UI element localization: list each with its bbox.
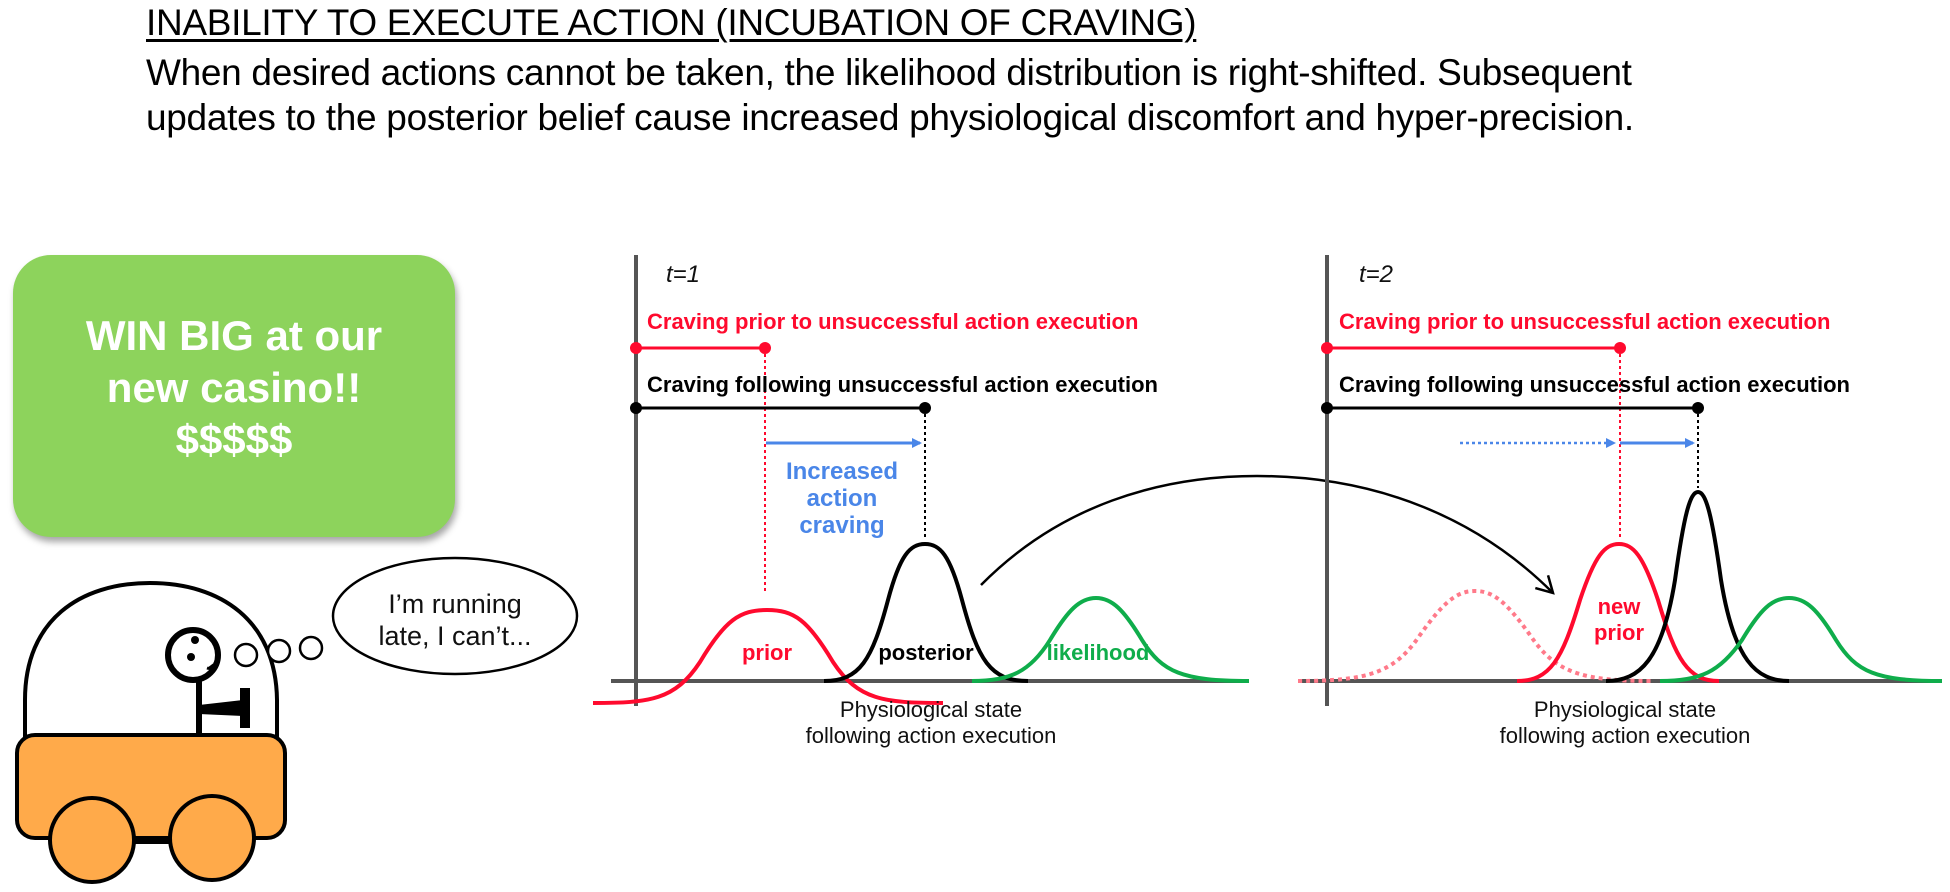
car-dome [23, 580, 279, 738]
old-prior-curve-t2 [1297, 588, 1653, 683]
shift-label-line-2: action [807, 485, 878, 512]
description-line-1: When desired actions cannot be taken, th… [146, 52, 1632, 93]
prior-label-t1: prior [742, 640, 793, 665]
prior-curve-t1 [592, 607, 944, 705]
car-wheel-left [48, 796, 136, 884]
character-in-car: I’m running late, I can’t... [15, 556, 579, 884]
person-icon [165, 627, 250, 736]
panel-t1: t=1 Craving prior to unsuccessful action… [592, 255, 1250, 748]
description: When desired actions cannot be taken, th… [146, 50, 1634, 140]
transition-arrow [980, 474, 1555, 595]
shift-label-line-1: Increased [786, 458, 898, 485]
page-title: INABILITY TO EXECUTE ACTION (INCUBATION … [146, 2, 1197, 43]
thought-dot-1 [233, 642, 259, 668]
prior-craving-label-t1: Craving prior to unsuccessful action exe… [647, 309, 1138, 334]
time-label-t1: t=1 [666, 261, 700, 288]
advert-line-2: new casino!! [106, 364, 362, 411]
thought-line-1: I’m running [388, 589, 522, 619]
new-prior-curve-t2 [1516, 541, 1720, 683]
thought-dot-3 [298, 635, 324, 661]
posterior-label-t1: posterior [878, 640, 974, 665]
thought-line-2: late, I can’t... [378, 621, 531, 651]
x-axis-label-t2-line-1: Physiological state [1534, 697, 1716, 722]
x-axis-label-t2-line-2: following action execution [1500, 723, 1751, 748]
car-wheel-right [168, 794, 256, 882]
panel-t2: t=2 Craving prior to unsuccessful action… [1297, 255, 1943, 748]
advert-line-1: WIN BIG at our [85, 312, 383, 359]
thought-bubble [331, 556, 579, 676]
description-line-2: updates to the posterior belief cause in… [146, 97, 1634, 138]
casino-advert: WIN BIG at our new casino!! $$$$$ [13, 255, 455, 537]
time-label-t2: t=2 [1359, 261, 1393, 288]
likelihood-label-t1: likelihood [1047, 640, 1150, 665]
x-axis-label-t1-line-2: following action execution [806, 723, 1057, 748]
following-craving-label-t2: Craving following unsuccessful action ex… [1339, 372, 1850, 397]
x-axis-label-t1-line-1: Physiological state [840, 697, 1022, 722]
shift-label-line-3: craving [799, 512, 884, 539]
posterior-curve-t1 [823, 541, 1029, 683]
advert-line-3: $$$$$ [175, 416, 293, 463]
likelihood-curve-t1 [971, 595, 1250, 683]
thought-dot-2 [266, 638, 292, 664]
new-prior-label-line-1: new [1598, 594, 1642, 619]
likelihood-curve-t2 [1659, 595, 1943, 683]
following-craving-label-t1: Craving following unsuccessful action ex… [647, 372, 1158, 397]
posterior-curve-t2 [1605, 489, 1790, 683]
new-prior-label-line-2: prior [1594, 620, 1645, 645]
prior-craving-label-t2: Craving prior to unsuccessful action exe… [1339, 309, 1830, 334]
